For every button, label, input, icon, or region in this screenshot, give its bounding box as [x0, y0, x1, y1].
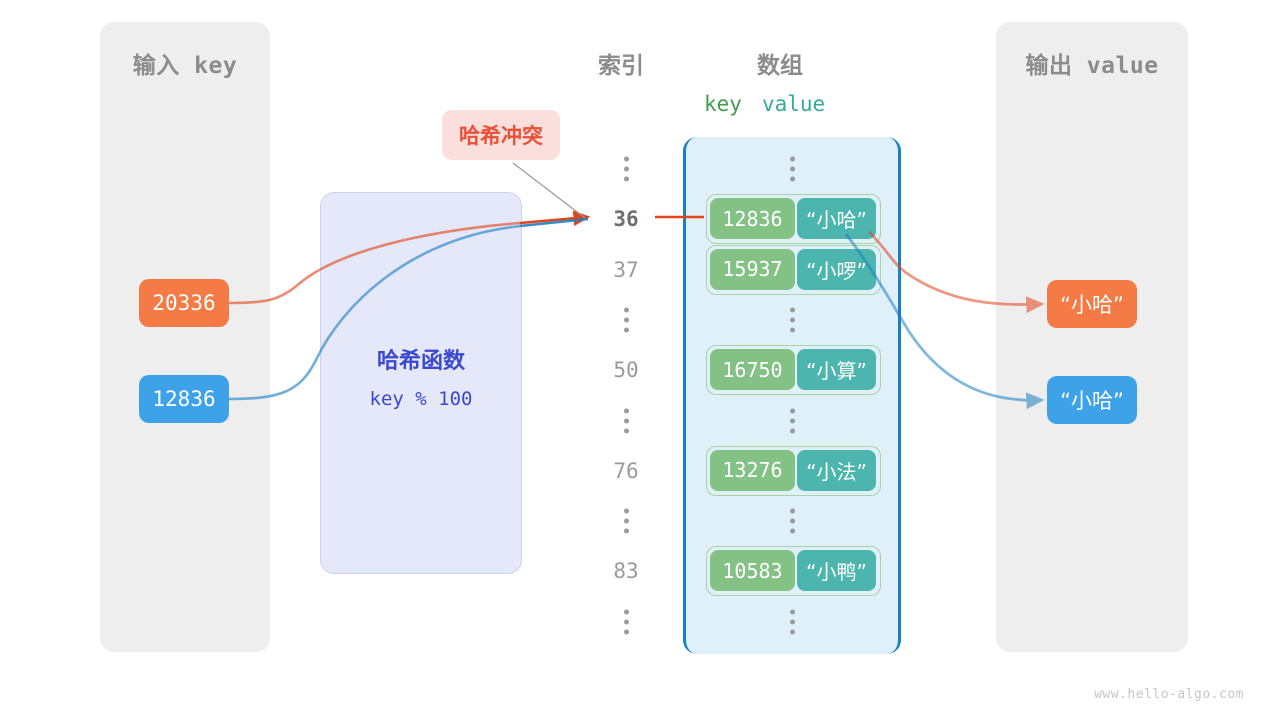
input-panel-title: 输入 key [132, 53, 238, 79]
vertical-ellipsis-icon [596, 508, 656, 534]
index-label-76: 76 [613, 458, 639, 483]
vertical-ellipsis-icon [596, 307, 656, 333]
bucket-value-37: “小啰” [797, 248, 876, 290]
hash-function-box: 哈希函数 key % 100 [320, 192, 522, 574]
vertical-ellipsis-icon [686, 408, 898, 433]
key-heading-label: key [704, 92, 742, 116]
bucket-pair-37: 15937“小啰” [706, 244, 881, 295]
input-panel: 输入 key [100, 22, 270, 652]
vertical-ellipsis-icon [686, 156, 898, 182]
output-panel-title: 输出 value [1025, 53, 1159, 79]
collision-leader-line [512, 162, 586, 219]
output-panel: 输出 value [996, 22, 1188, 652]
bucket-key-50: 16750 [710, 349, 795, 391]
bucket-pair-50: 16750“小算” [706, 345, 881, 396]
bucket-value-50: “小算” [797, 349, 876, 391]
index-label-50: 50 [613, 358, 639, 383]
index-column-heading: 索引 [598, 53, 644, 79]
vertical-ellipsis-icon [686, 508, 898, 534]
bucket-key-83: 10583 [710, 550, 795, 592]
vertical-ellipsis-icon [686, 609, 898, 635]
bucket-pair-36: 12836“小哈” [706, 194, 881, 245]
index-label-36: 36 [613, 207, 639, 232]
index-label-37: 37 [613, 257, 639, 282]
vertical-ellipsis-icon [596, 609, 656, 635]
wire-key-12836-to-index-head [519, 217, 589, 228]
wire-key-20336-to-index-head [519, 210, 591, 227]
vertical-ellipsis-icon [686, 307, 898, 333]
hash-function-title: 哈希函数 [376, 349, 465, 374]
bucket-key-37: 15937 [710, 248, 795, 290]
bucket-value-76: “小法” [797, 449, 876, 491]
input-key-chip-0: 20336 [139, 279, 229, 327]
index-column: 36 37 50 76 83 [596, 140, 656, 640]
input-key-chip-1: 12836 [139, 375, 229, 423]
vertical-ellipsis-icon [596, 156, 656, 182]
key-value-heading: key value [704, 92, 825, 116]
vertical-ellipsis-icon [596, 408, 656, 433]
value-heading-label: value [761, 92, 826, 116]
watermark: www.hello-algo.com [1094, 687, 1244, 702]
bucket-value-36: “小哈” [797, 198, 876, 240]
output-value-chip-0: “小哈” [1047, 280, 1137, 328]
bucket-pair-83: 10583“小鸭” [706, 546, 881, 597]
array-container: 12836“小哈”15937“小啰” 16750“小算” 13276“小法” 1058… [683, 137, 901, 654]
hash-function-formula: key % 100 [369, 388, 473, 410]
array-column-heading: 数组 [757, 53, 803, 79]
index-label-83: 83 [613, 559, 639, 584]
bucket-key-76: 13276 [710, 449, 795, 491]
bucket-pair-76: 13276“小法” [706, 445, 881, 496]
bucket-key-36: 12836 [710, 198, 795, 240]
hash-collision-label: 哈希冲突 [442, 110, 560, 160]
bucket-value-83: “小鸭” [797, 550, 876, 592]
output-value-chip-1: “小哈” [1047, 376, 1137, 424]
